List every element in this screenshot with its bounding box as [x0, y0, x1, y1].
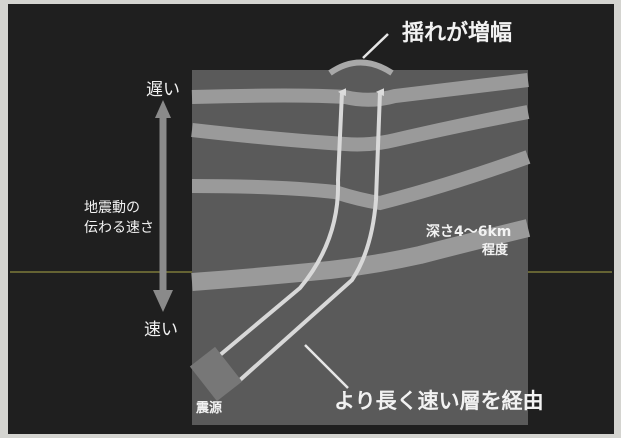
speed-axis-bottom-arrowhead: [153, 290, 173, 312]
speed-caption-line1: 地震動の: [84, 200, 140, 216]
speed-caption-line2: 伝わる速さ: [84, 220, 154, 236]
ground-block: [192, 63, 528, 425]
ray-right-arrow: [238, 88, 385, 382]
surface-hump: [328, 59, 394, 76]
layer-band-2: [191, 105, 530, 152]
path-label: より長く速い層を経由: [334, 389, 544, 413]
speed-slow-label: 遅い: [146, 80, 180, 100]
title-label: 揺れが増幅: [402, 20, 512, 46]
hypocenter-label: 震源: [195, 400, 222, 416]
layer-band-4: [191, 219, 531, 291]
ray-left-arrow: [212, 88, 347, 362]
depth-label-line2: 程度: [482, 242, 509, 258]
title-pointer: [362, 33, 389, 59]
path-pointer: [304, 344, 349, 389]
speed-axis-top-arrowhead: [155, 100, 171, 118]
depth-label-line1: 深さ4～6km: [426, 223, 511, 240]
layer-bands: [191, 73, 531, 291]
layer-band-3: [191, 150, 531, 211]
hypocenter-marker: [189, 346, 243, 402]
layer-band-1: [191, 73, 529, 107]
speed-fast-label: 速い: [144, 320, 178, 340]
seismic-rays: [212, 88, 385, 382]
